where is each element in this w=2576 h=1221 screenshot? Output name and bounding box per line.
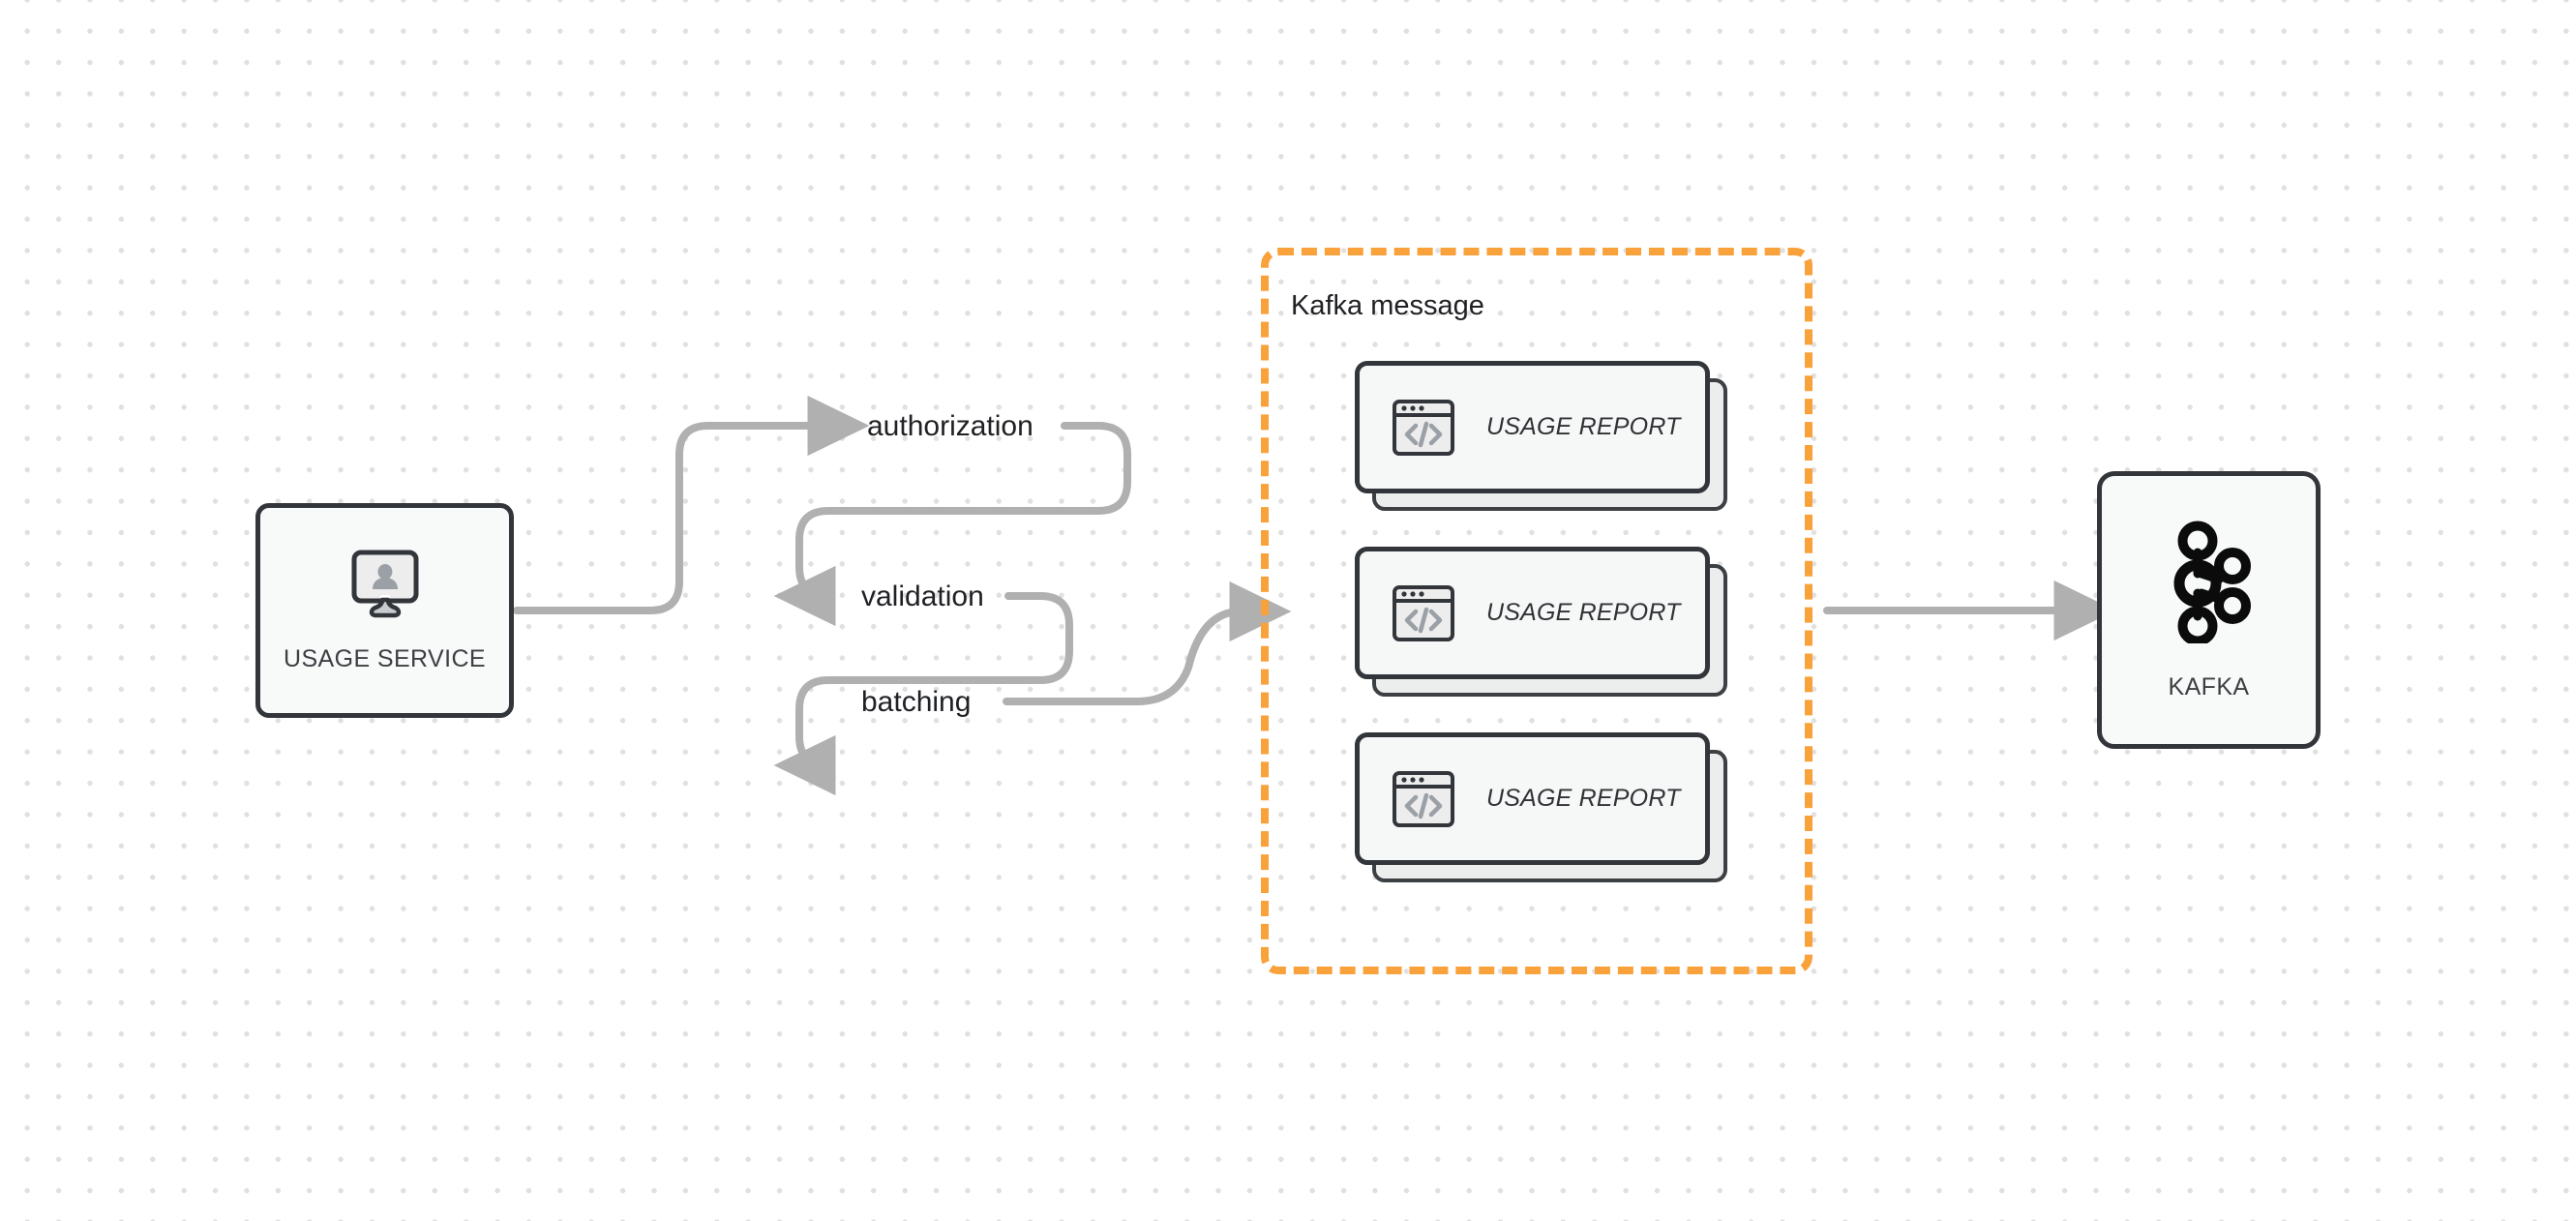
code-window-icon: [1392, 581, 1455, 645]
flow-step-validation[interactable]: validation: [861, 581, 984, 612]
node-kafka[interactable]: KAFKA: [2097, 471, 2321, 749]
code-window-icon: [1392, 767, 1455, 831]
edge-authorization-to-validation: [773, 422, 1131, 627]
monitor-user-icon: [344, 548, 427, 632]
kafka-message-group-title: Kafka message: [1291, 290, 1484, 321]
flow-step-authorization[interactable]: authorization: [867, 410, 1033, 442]
node-usage-service-label: USAGE SERVICE: [284, 645, 486, 672]
usage-report-card[interactable]: USAGE REPORT: [1355, 361, 1727, 511]
kafka-message-group[interactable]: [1261, 248, 1812, 974]
kafka-logo-icon: [2159, 520, 2260, 648]
edge-batching-to-kafka-message: [1003, 581, 1292, 705]
edge-validation-to-batching: [773, 592, 1073, 796]
usage-report-card-label: USAGE REPORT: [1486, 785, 1681, 812]
edge-usage-service-to-authorization: [513, 395, 870, 614]
node-kafka-label: KAFKA: [2168, 672, 2250, 700]
usage-report-card-label: USAGE REPORT: [1486, 413, 1681, 440]
flow-step-batching[interactable]: batching: [861, 686, 972, 718]
usage-report-card[interactable]: USAGE REPORT: [1355, 547, 1727, 697]
usage-report-card-label: USAGE REPORT: [1486, 599, 1681, 626]
code-window-icon: [1392, 396, 1455, 460]
node-usage-service[interactable]: USAGE SERVICE: [255, 503, 514, 718]
usage-report-card[interactable]: USAGE REPORT: [1355, 732, 1727, 882]
